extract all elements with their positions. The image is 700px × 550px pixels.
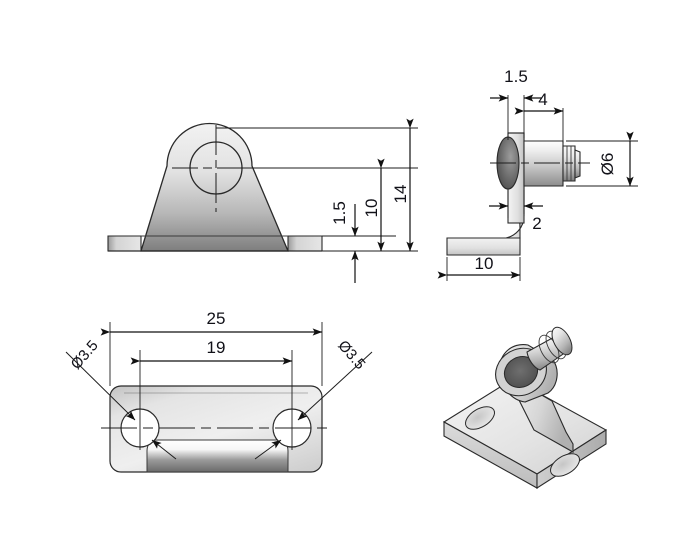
side-base-plate — [446, 237, 521, 256]
side-dim-label-pin-length: 4 — [538, 90, 547, 109]
top-dim-label-hole-spacing: 19 — [207, 338, 226, 357]
side-dim-label-base-depth: 10 — [475, 254, 494, 273]
top-leader-line-hole-dia-right — [297, 351, 373, 421]
side-dim-label-pin-diameter: Ø6 — [598, 153, 617, 176]
front-dim-label-base-thickness: 1.5 — [330, 201, 349, 225]
top-plan-view: 25 19 Ø3.5 Ø3.5 — [65, 309, 373, 473]
iso-mounting-hole-right — [550, 453, 580, 477]
side-dim-label-rib-offset: 1.5 — [504, 67, 528, 86]
top-dim-label-overall-width: 25 — [207, 309, 226, 328]
iso-pin-end-face — [551, 326, 573, 356]
front-base-flange-right — [287, 235, 323, 252]
front-base-flange-left — [107, 235, 142, 252]
iso-mounting-hole-left — [465, 406, 495, 430]
front-bracket-body — [140, 122, 289, 252]
right-side-view: 1.5 4 Ø6 2 10 — [437, 67, 638, 281]
top-leader-rib-right — [254, 439, 282, 460]
side-pin-tip — [574, 149, 581, 179]
top-leader-line-hole-dia-left — [65, 351, 136, 421]
isometric-3d-view — [442, 326, 608, 490]
top-leader-rib-left — [151, 439, 177, 460]
front-elevation-view: 14 10 1.5 — [107, 118, 418, 283]
front-dim-label-overall-height: 14 — [391, 185, 410, 204]
top-rib-footprint — [146, 439, 289, 473]
side-dim-label-rib-thickness: 2 — [532, 214, 541, 233]
front-dim-label-pivot-height: 10 — [362, 199, 381, 218]
